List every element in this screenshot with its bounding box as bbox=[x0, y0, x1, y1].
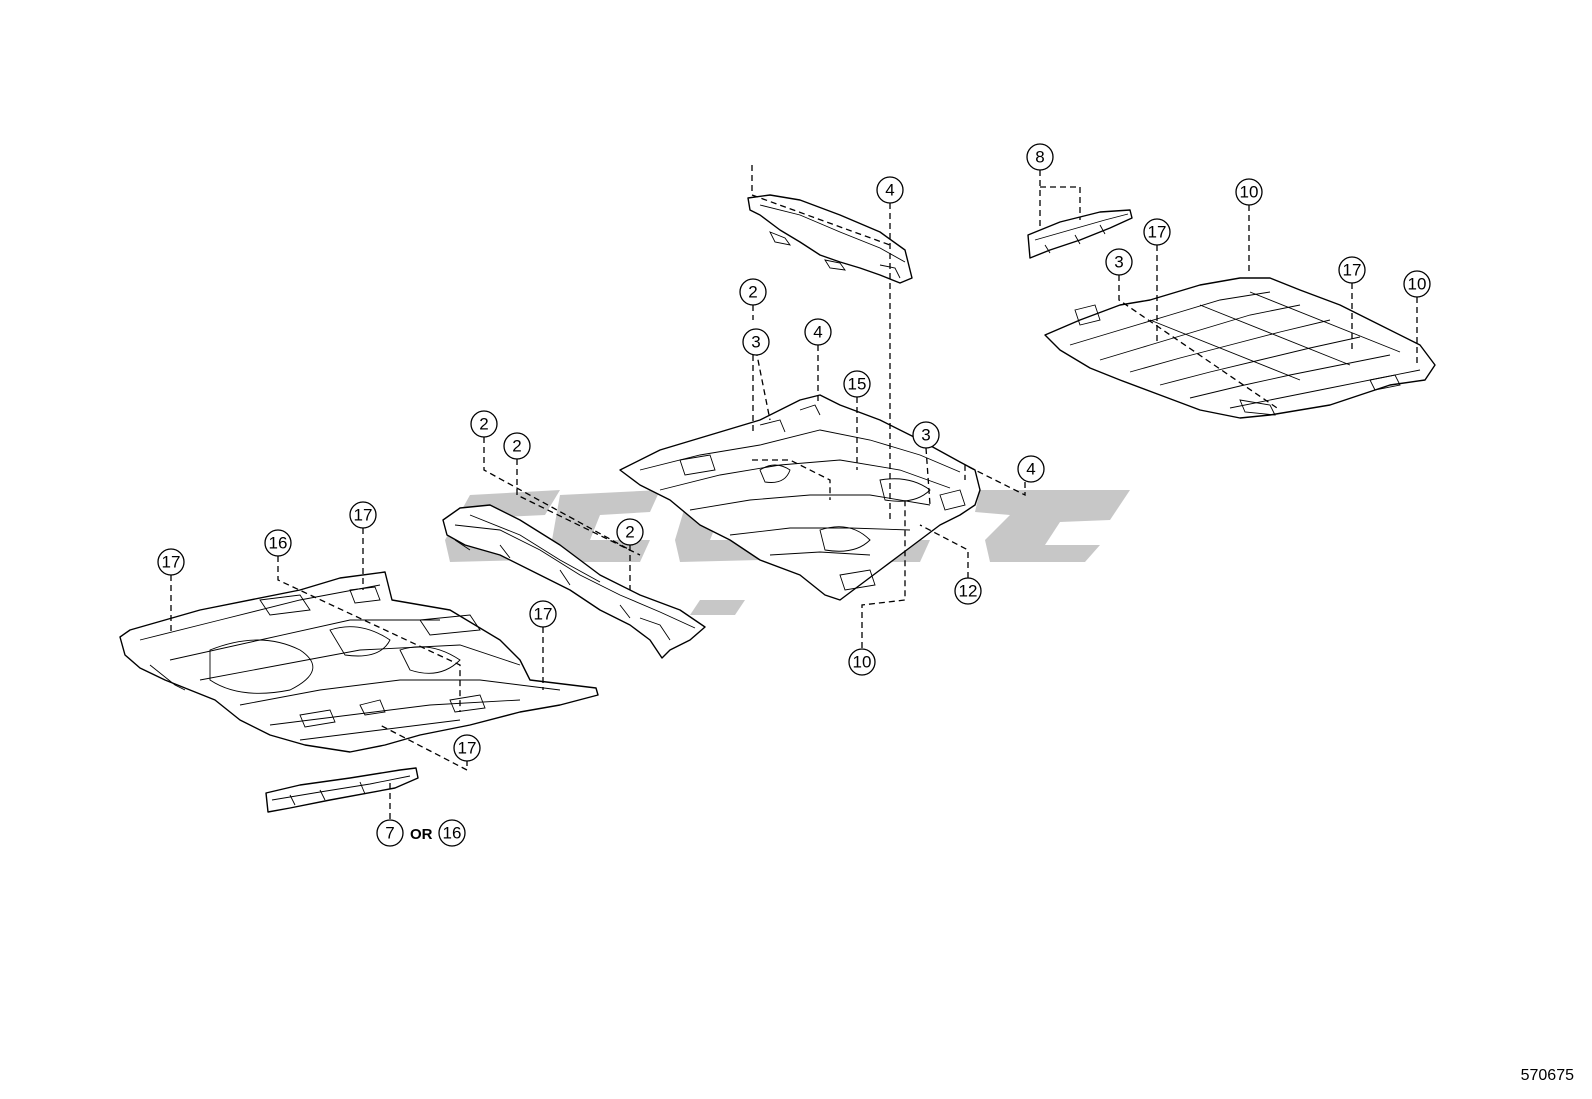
callout-17-front-bottom: 17 bbox=[453, 734, 481, 762]
callout-label: 8 bbox=[1035, 148, 1044, 167]
callout-label: 3 bbox=[921, 426, 930, 445]
callout-4-crossmember: 4 bbox=[876, 176, 904, 204]
callout-4-center-a: 4 bbox=[804, 318, 832, 346]
callout-label: 3 bbox=[751, 333, 760, 352]
callout-label: 4 bbox=[813, 323, 822, 342]
callout-3-rear: 3 bbox=[1105, 248, 1133, 276]
callout-label: 4 bbox=[885, 181, 894, 200]
callout-label: 2 bbox=[748, 283, 757, 302]
callout-10-center: 10 bbox=[848, 648, 876, 676]
callout-2-center: 2 bbox=[739, 278, 767, 306]
callout-17-front-right: 17 bbox=[529, 600, 557, 628]
callout-17-front-top: 17 bbox=[349, 501, 377, 529]
callout-3-center-a: 3 bbox=[742, 328, 770, 356]
callout-label: 16 bbox=[443, 824, 462, 843]
or-label: OR bbox=[410, 826, 433, 843]
callout-label: 17 bbox=[1343, 261, 1362, 280]
callout-16-sill: 16 bbox=[438, 819, 466, 847]
callout-label: 4 bbox=[1026, 460, 1035, 479]
callout-label: 2 bbox=[512, 437, 521, 456]
rear-floor-pan bbox=[1044, 277, 1436, 419]
callout-12-center: 12 bbox=[954, 577, 982, 605]
callout-label: 17 bbox=[354, 506, 373, 525]
front-floor-pan bbox=[119, 571, 599, 753]
callout-7-sill: 7 bbox=[376, 819, 404, 847]
callout-label: 7 bbox=[385, 824, 394, 843]
callout-label: 17 bbox=[162, 553, 181, 572]
callout-label: 16 bbox=[269, 534, 288, 553]
callout-16-front-floor: 16 bbox=[264, 529, 292, 557]
callout-label: 3 bbox=[1114, 253, 1123, 272]
callout-label: 10 bbox=[1240, 183, 1259, 202]
callout-label: 17 bbox=[534, 605, 553, 624]
floor-tunnel bbox=[442, 504, 706, 659]
callout-label: 17 bbox=[1148, 223, 1167, 242]
callout-17-rear-b: 17 bbox=[1338, 256, 1366, 284]
callout-17-front-left: 17 bbox=[157, 548, 185, 576]
callout-8-rear-bracket: 8 bbox=[1026, 143, 1054, 171]
callout-label: 2 bbox=[625, 523, 634, 542]
callout-17-rear-a: 17 bbox=[1143, 218, 1171, 246]
callout-label: 17 bbox=[458, 739, 477, 758]
callout-2-tunnel-a: 2 bbox=[470, 410, 498, 438]
callout-2-tunnel-b: 2 bbox=[503, 432, 531, 460]
callout-label: 10 bbox=[1408, 275, 1427, 294]
callout-4-center-b: 4 bbox=[1017, 455, 1045, 483]
callout-label: 12 bbox=[959, 582, 978, 601]
figure-number: 570675 bbox=[1520, 1067, 1574, 1084]
callout-15-center: 15 bbox=[843, 370, 871, 398]
callout-label: 10 bbox=[853, 653, 872, 672]
callout-label: 2 bbox=[479, 415, 488, 434]
callout-label: 15 bbox=[848, 375, 867, 394]
callout-2-tunnel-c: 2 bbox=[616, 518, 644, 546]
callout-10-rear-right: 10 bbox=[1403, 270, 1431, 298]
rear-crossmember bbox=[747, 194, 913, 284]
callout-10-rear-top: 10 bbox=[1235, 178, 1263, 206]
callout-3-center-b: 3 bbox=[912, 421, 940, 449]
sill-reinforcement bbox=[265, 767, 419, 813]
